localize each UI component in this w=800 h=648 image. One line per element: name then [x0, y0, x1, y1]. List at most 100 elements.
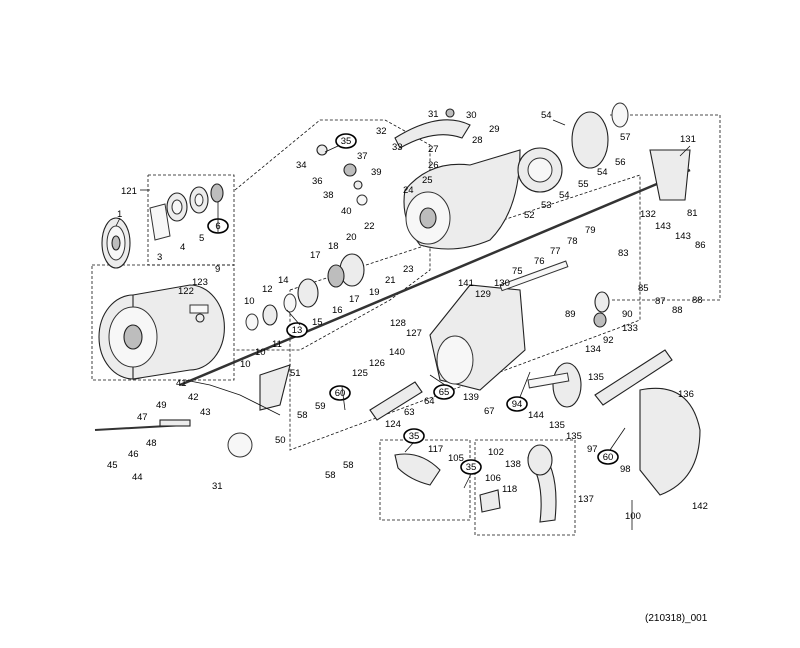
part-label: 88 — [692, 295, 703, 306]
rotor-part — [403, 149, 521, 250]
part-label: 34 — [296, 160, 307, 171]
handle-part — [594, 349, 673, 406]
part-label: 44 — [132, 472, 143, 483]
part-label: 106 — [485, 473, 501, 484]
oval-callout-94: 94 — [506, 396, 528, 412]
part-label: 75 — [512, 266, 523, 277]
part-label: 122 — [178, 286, 194, 297]
part-label: 26 — [428, 160, 439, 171]
part-label: 15 — [312, 317, 323, 328]
part-label: 45 — [107, 460, 118, 471]
bail-arm-part — [394, 108, 471, 149]
part-label: 30 — [466, 110, 477, 121]
part-label: 58 — [343, 460, 354, 471]
part-label: 31 — [212, 481, 223, 492]
handle-knob-box — [474, 439, 576, 536]
part-label: 79 — [585, 225, 596, 236]
side-cover-part — [639, 387, 701, 496]
part-label: 85 — [638, 283, 649, 294]
part-label: 47 — [137, 412, 148, 423]
part-label: 140 — [389, 347, 405, 358]
svg-text:35: 35 — [341, 136, 352, 147]
part-label: 117 — [428, 444, 443, 455]
spool-group-box — [91, 174, 235, 381]
drag-knob-part — [101, 217, 131, 269]
svg-text:13: 13 — [292, 325, 303, 336]
part-label: 142 — [692, 501, 708, 512]
part-label: 23 — [403, 264, 414, 275]
part-label: 14 — [278, 275, 289, 286]
part-label: 40 — [341, 206, 352, 217]
part-label: 3 — [157, 252, 162, 263]
part-label: 27 — [428, 144, 439, 155]
part-label: 143 — [655, 221, 671, 232]
handle-knob-part — [394, 453, 501, 513]
part-label: 78 — [567, 236, 578, 247]
part-label: 10 — [255, 347, 266, 358]
part-label: 135 — [549, 420, 565, 431]
part-label: 126 — [369, 358, 385, 369]
body-group-box — [289, 174, 641, 451]
part-label: 24 — [403, 185, 414, 196]
part-label: 135 — [588, 372, 604, 383]
main-shaft-line — [179, 168, 691, 387]
part-label: 51 — [290, 368, 301, 379]
oval-callout-35-handle-b: 35 — [460, 459, 482, 475]
part-label: 52 — [524, 210, 535, 221]
svg-text:35: 35 — [409, 431, 420, 442]
part-label: 17 — [310, 250, 321, 261]
oval-callout-13: 13 — [286, 322, 308, 338]
drive-gear-part — [527, 362, 582, 408]
part-label: 36 — [312, 176, 323, 187]
part-label: 139 — [463, 392, 479, 403]
spool-clip-part — [189, 304, 209, 323]
part-label: 32 — [376, 126, 387, 137]
part-label: 16 — [332, 305, 343, 316]
oval-callout-60-a: 60 — [329, 385, 351, 401]
part-label: 77 — [550, 246, 561, 257]
part-label: 33 — [392, 142, 403, 153]
oval-callout-35-handle-a: 35 — [403, 428, 425, 444]
part-label: 88 — [672, 305, 683, 316]
oval-callout-60-b: 60 — [597, 449, 619, 465]
part-label: 50 — [275, 435, 286, 446]
svg-text:60: 60 — [603, 452, 614, 463]
part-label: 89 — [565, 309, 576, 320]
part-label: 11 — [272, 339, 282, 350]
leader-lines — [115, 119, 691, 530]
part-label: 128 — [390, 318, 406, 329]
part-label: 54 — [559, 190, 570, 201]
part-label: 12 — [262, 284, 273, 295]
part-label: 143 — [675, 231, 691, 242]
part-label: 121 — [121, 186, 137, 197]
oscillation-parts — [499, 260, 610, 328]
spool-part — [98, 284, 225, 380]
part-label: 102 — [488, 447, 504, 458]
oval-callout-65: 65 — [433, 384, 455, 400]
part-label: 132 — [640, 209, 656, 220]
part-label: 42 — [188, 392, 199, 403]
part-label: 135 — [566, 431, 582, 442]
part-label: 86 — [695, 240, 706, 251]
part-label: 144 — [528, 410, 544, 421]
part-label: 41 — [176, 378, 187, 389]
part-label: 55 — [578, 179, 589, 190]
part-label: 137 — [578, 494, 594, 505]
part-label: 58 — [325, 470, 336, 481]
part-label: 38 — [323, 190, 334, 201]
svg-text:94: 94 — [512, 399, 523, 410]
part-label: 49 — [156, 400, 167, 411]
part-label: 5 — [199, 233, 204, 244]
part-label: 18 — [328, 241, 339, 252]
pinion-gear-part — [245, 253, 365, 331]
part-label: 20 — [346, 232, 357, 243]
part-label: 124 — [385, 419, 401, 430]
part-label: 10 — [244, 296, 255, 307]
part-label: 129 — [475, 289, 491, 300]
part-label: 48 — [146, 438, 157, 449]
worm-shaft-part — [369, 381, 423, 421]
part-label: 133 — [622, 323, 638, 334]
part-label: 56 — [615, 157, 626, 168]
part-label: 31 — [428, 109, 439, 120]
